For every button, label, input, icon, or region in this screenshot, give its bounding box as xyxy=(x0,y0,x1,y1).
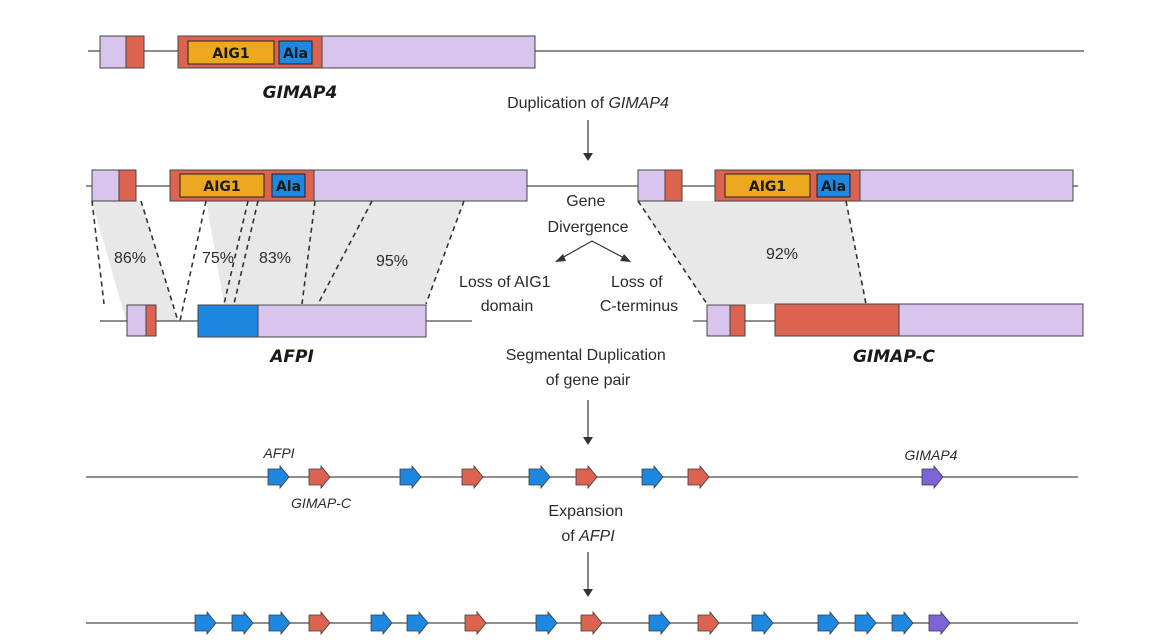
cluster2-gene-arrow-blue xyxy=(535,610,558,636)
homology-86 xyxy=(92,201,178,321)
cluster2-gene-arrow-blue xyxy=(817,610,840,636)
cluster1-gimapc-label: GIMAP-C xyxy=(291,495,352,511)
gimapc-exon1-lilac xyxy=(706,304,731,337)
gimap4-ala-domain xyxy=(278,40,313,65)
copy1-ala-label: Ala xyxy=(276,179,301,195)
copy2-ala-domain xyxy=(816,173,851,198)
cluster2-gene-arrow-blue xyxy=(406,610,429,636)
divergence-arrowhead-right xyxy=(620,254,631,262)
gimap4-ala-label: Ala xyxy=(283,46,308,62)
divergence-branch-arrows xyxy=(559,240,627,260)
homology-95 xyxy=(302,201,464,304)
cluster2-gene-arrow-blue xyxy=(231,610,254,636)
cluster1-gene-arrows xyxy=(267,464,944,490)
copy2-exon2-lilac xyxy=(859,169,1074,202)
cluster1-gimap4-label: GIMAP4 xyxy=(905,447,958,463)
arrow-expansion xyxy=(583,552,593,597)
identity-86: 86% xyxy=(114,250,146,267)
copy1-ala-domain xyxy=(271,173,306,198)
cluster1-gene-arrow-blue xyxy=(528,464,551,490)
afpi-exon1-red xyxy=(145,304,157,337)
divergence-label: Gene Divergence xyxy=(548,193,629,236)
cluster1-afpi-label: AFPI xyxy=(262,445,294,461)
cluster2-gene-arrow-blue xyxy=(648,610,671,636)
cluster2-gene-arrow-red xyxy=(580,610,603,636)
identity-95: 95% xyxy=(376,253,408,270)
afpi-gimapc-gene-model xyxy=(100,303,1084,338)
gimapc-exon1-red xyxy=(729,304,746,337)
homology-shading xyxy=(92,201,866,321)
cluster1-gene-arrow-red xyxy=(461,464,484,490)
cluster2-gene-arrow-blue xyxy=(370,610,393,636)
cluster1-gene-arrow-red xyxy=(687,464,710,490)
gimap4-exon1-lilac xyxy=(99,35,127,69)
gimap4-gene-model: AIG1 Ala xyxy=(88,35,1084,69)
gimapc-exon2-red xyxy=(774,303,900,337)
gimapc-exon2-lilac xyxy=(898,303,1084,337)
afpi-exon2-blue xyxy=(197,304,259,338)
copy2-ala-label: Ala xyxy=(821,179,846,195)
gimap4-aig1-label: AIG1 xyxy=(212,46,249,62)
cluster2-gene-arrow-red xyxy=(697,610,720,636)
gimapc-gene-label: GIMAP-C xyxy=(853,347,936,367)
duplication-step-label: Duplication of GIMAP4 xyxy=(507,95,669,112)
cluster1-gene-arrow-red xyxy=(308,464,331,490)
homology-92 xyxy=(638,201,866,304)
duplicated-pair-gene-model: AIG1 Ala AIG1 Ala xyxy=(86,169,1078,202)
copy1-aig1-domain xyxy=(179,173,265,198)
loss-cterm-label: Loss of C-terminus xyxy=(600,274,678,315)
cluster2-gene-arrow-blue xyxy=(854,610,877,636)
cluster1-gene-arrow-purple xyxy=(921,464,944,490)
copy1-exon2-lilac xyxy=(313,169,528,202)
gimap4-exon2-lilac xyxy=(321,35,536,69)
homology-dashed-lines xyxy=(91,200,867,322)
copy1-exon1-lilac xyxy=(91,169,120,202)
copy2-exon1-red xyxy=(664,169,683,202)
gimap4-gene-label: GIMAP4 xyxy=(263,83,338,103)
loss-aig1-label: Loss of AIG1 domain xyxy=(459,274,555,315)
cluster2-gene-arrow-red xyxy=(308,610,331,636)
cluster2-gene-arrow-blue xyxy=(751,610,774,636)
identity-83: 83% xyxy=(259,250,291,267)
identity-75: 75% xyxy=(202,250,234,267)
identity-92: 92% xyxy=(766,246,798,263)
gimap4-aig1-domain xyxy=(187,40,275,65)
cluster2-gene-arrows xyxy=(194,610,951,636)
afpi-gene-label: AFPI xyxy=(268,347,314,367)
afpi-exon1-lilac xyxy=(126,304,147,337)
cluster2-gene-arrow-blue xyxy=(194,610,217,636)
cluster2-gene-arrow-blue xyxy=(268,610,291,636)
cluster2-gene-arrow-purple xyxy=(928,610,951,636)
cluster1-gene-arrow-blue xyxy=(267,464,290,490)
cluster1-gene-arrow-blue xyxy=(399,464,422,490)
copy1-exon1-red xyxy=(118,169,137,202)
divergence-arrowhead-left xyxy=(555,254,566,262)
arrow-duplication xyxy=(583,120,593,161)
cluster2-gene-arrow-blue xyxy=(891,610,914,636)
afpi-exon2-lilac xyxy=(257,304,427,338)
copy1-aig1-label: AIG1 xyxy=(203,179,240,195)
cluster1-gene-arrow-blue xyxy=(641,464,664,490)
segmental-duplication-label: Segmental Duplication of gene pair xyxy=(506,347,671,389)
copy2-exon1-lilac xyxy=(637,169,666,202)
homology-75-83 xyxy=(206,201,315,304)
cluster1-gene-arrow-red xyxy=(575,464,598,490)
gimap4-exon1-red xyxy=(125,35,145,69)
copy2-aig1-domain xyxy=(724,173,811,198)
arrow-segmental xyxy=(583,400,593,445)
expansion-label: Expansion of AFPI xyxy=(548,503,627,545)
copy2-aig1-label: AIG1 xyxy=(749,179,786,195)
cluster2-gene-arrow-red xyxy=(464,610,487,636)
